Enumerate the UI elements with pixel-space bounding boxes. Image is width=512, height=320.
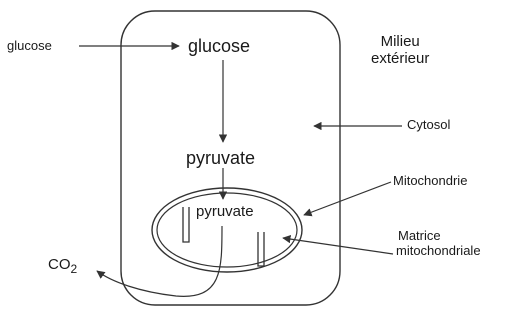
mitochondrion-outer-membrane [151, 187, 303, 273]
label-matrice-line1: Matrice [398, 228, 441, 243]
label-pyruvate-mitochondrion: pyruvate [196, 203, 254, 220]
pointer-matrice [282, 234, 394, 255]
label-glucose-intracellular: glucose [188, 36, 251, 56]
label-co2-subscript: 2 [70, 262, 78, 276]
label-mitochondrie: Mitochondrie [393, 173, 468, 188]
cell-membrane [120, 10, 341, 306]
label-milieu-exterieur: Milieu extérieur [371, 33, 429, 68]
label-co2-main: CO [48, 256, 71, 273]
label-milieu-line1: Milieu [380, 33, 420, 50]
arrow-pyruvate-to-co2 [96, 225, 223, 297]
label-matrice-line2: mitochondriale [396, 242, 481, 258]
label-pyruvate-cytosol: pyruvate [186, 148, 256, 168]
label-milieu-line2: extérieur [371, 50, 430, 68]
crista-left [182, 207, 190, 243]
label-matrice-mitochondriale: Matrice mitochondriale [396, 228, 481, 259]
pointer-mitochondrie [303, 181, 392, 217]
crista-right [257, 232, 265, 267]
label-cytosol: Cytosol [407, 117, 451, 132]
label-co2: CO2 [48, 256, 77, 277]
label-glucose-extracellular: glucose [7, 38, 52, 53]
